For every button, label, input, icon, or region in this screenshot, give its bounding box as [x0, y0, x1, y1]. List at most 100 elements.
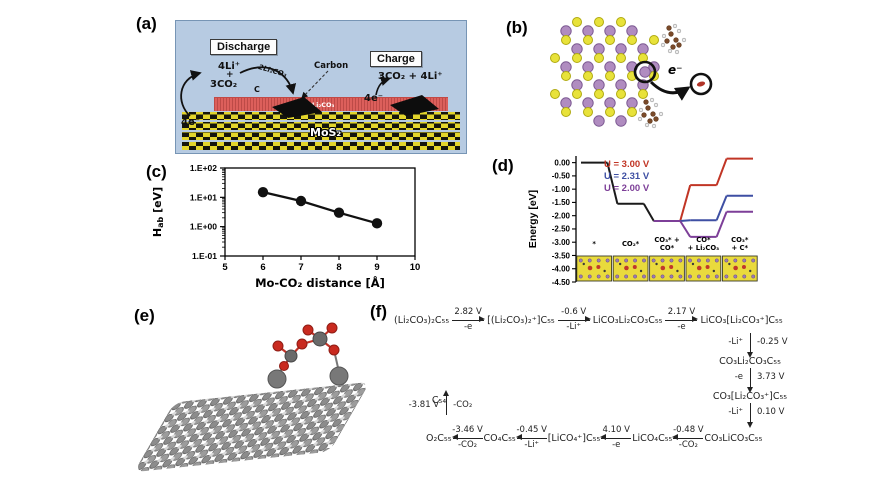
svg-text:8: 8	[336, 262, 341, 273]
svg-text:+ Li₂CO₃: + Li₂CO₃	[688, 244, 719, 252]
species-co3lico3c55: CO₃LiCO₃C₅₅	[704, 432, 763, 444]
carbon-callout-label: Carbon	[314, 61, 349, 71]
arrow-deli-3: -Li⁺ 0.10 V	[670, 402, 830, 428]
species-co4c55: CO₄C₅₅	[483, 432, 516, 444]
li2co3-film-graphic: Li₂CO₃	[214, 97, 448, 111]
panel-f-label: (f)	[370, 302, 387, 321]
charge-box: Charge	[370, 51, 422, 67]
panel-d-energy-diagram: 0.00-0.50-1.00-1.50-2.00-2.50-3.00-3.50-…	[492, 150, 770, 292]
reaction-final-step: C₅₄ -3.81 V -CO₂	[401, 388, 477, 415]
arrow-voltage: -0.45 V	[516, 425, 547, 435]
electrons-left: 4e⁻	[181, 117, 201, 128]
mos2-electrode-graphic: MoS₂	[182, 110, 460, 150]
arrow-co2-release-1: -0.48 V -CO₂	[672, 425, 704, 451]
reaction-chain-right: -Li⁺ -0.25 V CO₃Li₂CO₃C₅₅ -e 3.73 V CO₃[…	[670, 332, 830, 428]
svg-text:*: *	[592, 240, 596, 248]
electrons-right: 4e⁻	[364, 93, 384, 104]
panel-e-label: (e)	[134, 306, 155, 325]
svg-text:-1.00: -1.00	[552, 185, 571, 194]
svg-text:CO*: CO*	[696, 236, 711, 244]
reaction-row-top: (Li₂CO₃)₂C₅₅ 2.82 V -e [(Li₂CO₃)₂⁺]C₅₅ -…	[394, 307, 783, 333]
svg-text:9: 9	[374, 262, 379, 273]
svg-text:U = 2.00 V: U = 2.00 V	[604, 183, 650, 194]
arrow-voltage: 0.10 V	[757, 407, 785, 417]
svg-text:5: 5	[222, 262, 228, 273]
svg-text:-2.50: -2.50	[552, 225, 571, 234]
svg-text:-4.00: -4.00	[552, 265, 571, 274]
right-arrow-icon	[557, 316, 591, 323]
arrow-species: -CO₂	[453, 400, 473, 410]
species-lico4c55: LiCO₄C₅₅	[632, 432, 673, 444]
arrow-voltage: -0.6 V	[561, 307, 587, 317]
svg-text:6: 6	[260, 262, 265, 273]
svg-text:0.00: 0.00	[554, 158, 570, 167]
species-lico4-cation-c55: [LiCO₄⁺]C₅₅	[547, 432, 601, 444]
arrow-species: -e	[677, 321, 686, 332]
arrow-voltage: 4.10 V	[602, 425, 630, 435]
left-arrow-icon	[600, 434, 632, 441]
species-c54: C₅₄	[431, 395, 447, 406]
panel-b-electron-transfer: e⁻	[505, 8, 760, 148]
arrow-species: -e	[463, 321, 473, 332]
arrow-deli-4: -0.45 V -Li⁺	[515, 425, 547, 451]
right-arrow-icon	[452, 316, 486, 323]
arrow-oxidation-3: -e 3.73 V	[670, 367, 830, 393]
left-reaction-li: 4Li⁺	[218, 61, 241, 72]
svg-text:Hab [eV]: Hab [eV]	[151, 187, 165, 237]
arrow-species: -Li⁺	[728, 407, 743, 417]
arrow-deli-1: -0.6 V -Li⁺	[557, 307, 591, 333]
down-arrow-icon	[746, 333, 753, 358]
svg-text:1.E+02: 1.E+02	[190, 163, 217, 173]
left-arrow-icon	[515, 434, 547, 441]
svg-text:U = 2.31 V: U = 2.31 V	[604, 171, 650, 182]
arrow-species: -Li⁺	[728, 337, 743, 347]
species-co3li2co3c55: CO₃Li₂CO₃C₅₅	[719, 356, 781, 367]
left-arrow-icon	[451, 434, 483, 441]
mos2-label: MoS₂	[310, 126, 342, 139]
svg-text:1.E+01: 1.E+01	[190, 192, 217, 202]
panel-b-label: (b)	[506, 18, 528, 37]
svg-text:1.E+00: 1.E+00	[190, 222, 217, 232]
arrow-voltage: 2.82 V	[454, 307, 482, 317]
svg-text:+ C*: + C*	[731, 244, 748, 252]
arrow-oxidation-1: 2.82 V -e	[452, 307, 486, 333]
energy-diagram-chart: 0.00-0.50-1.00-1.50-2.00-2.50-3.00-3.50-…	[527, 156, 758, 287]
carbon-callout-arrow	[301, 70, 329, 99]
svg-text:10: 10	[410, 262, 421, 273]
arrow-species: -Li⁺	[566, 321, 582, 332]
svg-text:CO₃*: CO₃*	[731, 236, 749, 244]
svg-text:-1.50: -1.50	[552, 198, 571, 207]
panel-a-battery-schematic: MoS₂ Li₂CO₃ Discharge Charge 4Li⁺ + 3CO₂…	[175, 20, 467, 154]
svg-text:7: 7	[298, 262, 303, 273]
down-arrow-icon	[746, 368, 753, 393]
mos2-cluster-illustration: e⁻	[550, 17, 713, 129]
arrow-species: -e	[734, 372, 743, 382]
left-reaction-co2: 3CO₂	[210, 79, 238, 90]
li2co3-cluster-illustration	[267, 322, 349, 389]
species-li2co3-2-cation-c55: [(Li₂CO₃)₂⁺]C₅₅	[487, 314, 555, 326]
arrow-co2-release-2: -3.46 V -CO₂	[451, 425, 483, 451]
arrow-voltage: -0.48 V	[673, 425, 704, 435]
panel-e-graphene-cluster	[132, 300, 372, 495]
arrow-species: -CO₂	[457, 439, 478, 450]
species-o2c55: O₂C₅₅	[426, 432, 452, 444]
arrow-oxidation-4: 4.10 V -e	[600, 425, 632, 451]
arrow-species: -CO₂	[678, 439, 698, 450]
left-reaction-plus: +	[226, 70, 234, 80]
arrow-species: -e	[612, 439, 621, 450]
panel-c-label: (c)	[146, 162, 167, 181]
svg-text:CO₂*: CO₂*	[622, 240, 640, 248]
arrow-voltage: 3.73 V	[757, 372, 785, 382]
svg-text:Energy [eV]: Energy [eV]	[527, 190, 539, 248]
svg-text:-4.50: -4.50	[552, 278, 571, 287]
reaction-row-bottom: O₂C₅₅ -3.46 V -CO₂ CO₄C₅₅ -0.45 V -Li⁺ […	[426, 425, 763, 451]
left-arrow-icon	[672, 434, 704, 441]
species-co3-li2co3-cation-c55: CO₃[Li₂CO₃⁺]C₅₅	[712, 391, 788, 402]
up-arrow-icon	[442, 390, 449, 415]
species-li2co3-2-c55: (Li₂CO₃)₂C₅₅	[394, 314, 450, 326]
carbon-c-label: C	[254, 85, 260, 94]
svg-text:e⁻: e⁻	[668, 63, 682, 77]
